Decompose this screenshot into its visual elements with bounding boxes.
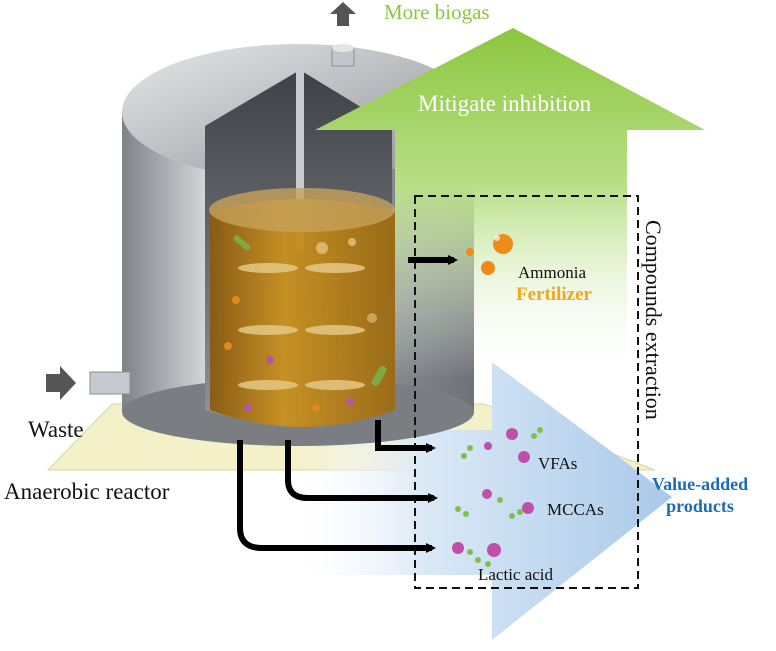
compounds-extraction-label: Compounds extraction <box>641 220 666 420</box>
lactic-acid-label: Lactic acid <box>478 565 554 584</box>
anaerobic-reactor-label: Anaerobic reactor <box>4 479 170 504</box>
mccas-flow-arrow <box>285 440 438 503</box>
ammonia-label: Ammonia <box>518 263 586 282</box>
lactic-acid-flow-arrow <box>237 440 436 553</box>
vfa-molecule-icon <box>461 427 543 463</box>
waste-inlet-pipe <box>89 371 131 395</box>
flow-arrows <box>237 255 458 553</box>
more-biogas-label: More biogas <box>384 0 490 24</box>
value-added-line1: Value-added <box>651 474 749 494</box>
waste-inlet-arrow-icon <box>46 366 76 400</box>
mcca-molecule-icon <box>455 489 534 519</box>
vfas-flow-arrow <box>375 420 436 453</box>
mccas-label: MCCAs <box>547 500 604 519</box>
value-added-line2: products <box>666 495 734 516</box>
fertilizer-label: Fertilizer <box>516 284 592 305</box>
lactic-acid-molecule-icon <box>452 542 501 567</box>
compounds-extraction-box <box>414 195 639 589</box>
value-added-products-label: Value-added products <box>640 474 760 517</box>
waste-label: Waste <box>28 417 84 442</box>
mitigate-inhibition-label: Mitigate inhibition <box>418 91 592 116</box>
biogas-up-arrow-icon <box>330 2 356 26</box>
mitigate-inhibition-arrow <box>315 28 705 380</box>
anaerobic-reactor <box>122 44 474 446</box>
vfas-label: VFAs <box>538 454 578 473</box>
ammonia-molecule-icon <box>466 234 513 275</box>
